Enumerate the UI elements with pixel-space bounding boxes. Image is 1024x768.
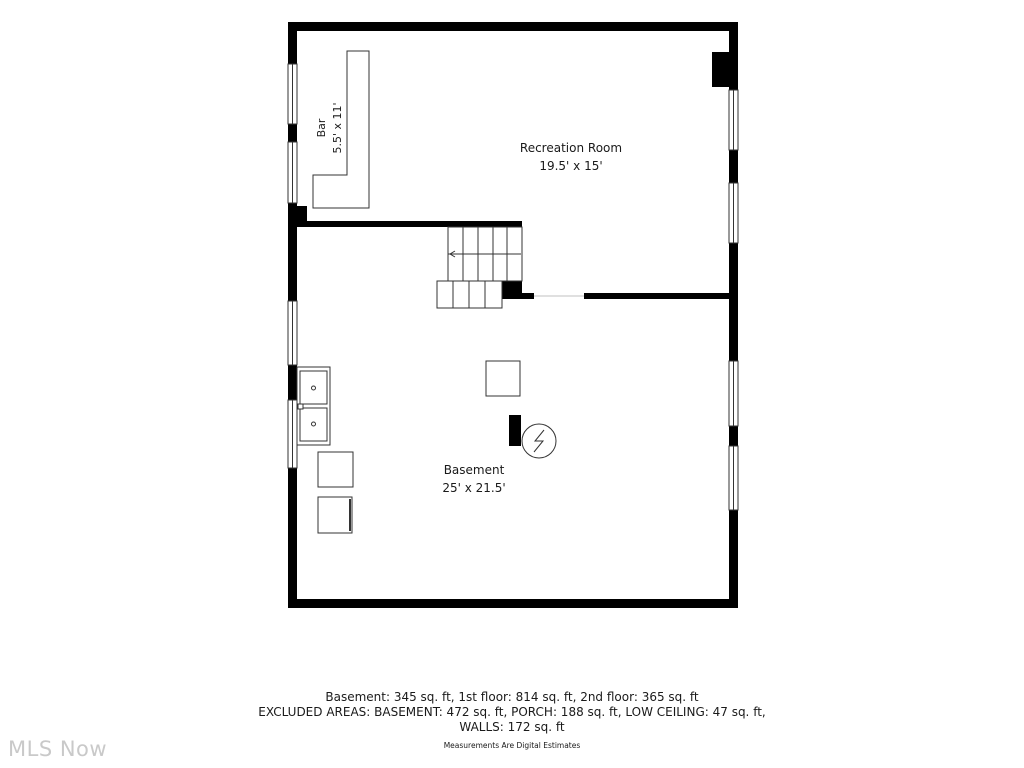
dryer — [317, 496, 353, 534]
recreation-room-name: Recreation Room — [520, 141, 622, 155]
area-summary-line-2: EXCLUDED AREAS: BASEMENT: 472 sq. ft, PO… — [258, 705, 766, 719]
interior-walls — [297, 52, 729, 446]
exterior-walls — [288, 22, 738, 608]
basement-dims: 25' x 21.5' — [442, 481, 505, 495]
washer — [317, 451, 354, 488]
measurement-note: Measurements Are Digital Estimates — [443, 741, 581, 750]
bar-dims: 5.5' x 11' — [331, 102, 344, 153]
lightning-circle-icon — [521, 423, 557, 459]
bar-name: Bar — [315, 118, 328, 137]
furnace — [485, 360, 521, 397]
mls-now-watermark: MLS Now — [8, 737, 108, 761]
stair-direction-arrow-icon — [449, 250, 456, 258]
area-summary-line-1: Basement: 345 sq. ft, 1st floor: 814 sq.… — [325, 690, 699, 704]
double-sink-icon — [296, 366, 331, 446]
recreation-room-dims: 19.5' x 15' — [539, 159, 602, 173]
appliances — [317, 451, 354, 534]
basement-name: Basement — [444, 463, 505, 477]
area-summary-line-3: WALLS: 172 sq. ft — [459, 720, 565, 734]
bar-counter — [312, 50, 370, 209]
stairs — [436, 226, 523, 309]
windows — [287, 63, 739, 511]
